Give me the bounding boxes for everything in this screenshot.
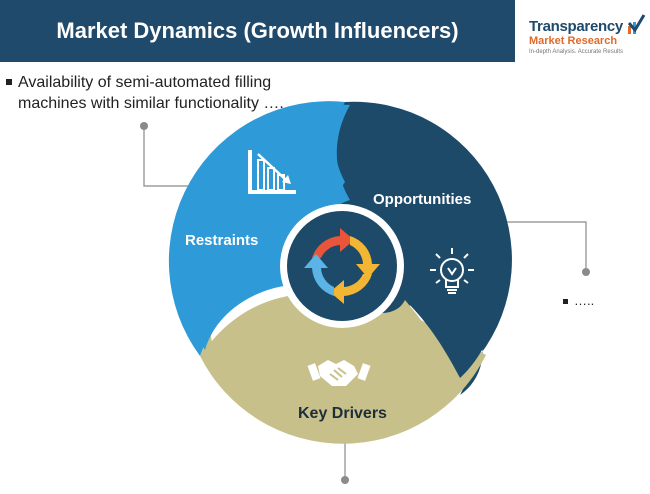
opportunity-connector	[470, 221, 587, 268]
check-chart-icon	[627, 14, 646, 34]
logo-subname: Market Research	[529, 35, 618, 47]
restraints-label: Restraints	[185, 232, 258, 249]
bullet-icon	[6, 79, 12, 85]
page-title: Market Dynamics (Growth Influencers)	[56, 18, 459, 43]
lightbulb-icon	[430, 248, 474, 294]
header-bar	[0, 0, 515, 62]
opportunities-label: Opportunities	[373, 191, 471, 208]
logo-tagline: In-depth Analysis. Accurate Results	[529, 49, 624, 55]
bullet-icon	[563, 299, 568, 305]
restraints-body	[184, 104, 350, 350]
hub	[287, 211, 397, 321]
opportunity-connector-dot	[582, 268, 590, 276]
cycle-arrows-icon	[304, 228, 380, 304]
opportunity-note: …..	[563, 293, 594, 308]
opportunity-note-text: …..	[574, 293, 595, 308]
restraint-note-text: Availability of semi-automated filling m…	[18, 74, 284, 112]
logo-name: Transparency	[529, 18, 623, 35]
handshake-icon	[307, 360, 371, 386]
logo: Transparency Market Research In-depth An…	[523, 14, 648, 60]
opportunities-body	[350, 105, 504, 378]
restraint-note: Availability of semi-automated filling m…	[6, 72, 286, 114]
restraint-connector-dot	[140, 122, 148, 130]
declining-bar-chart-icon	[248, 150, 296, 194]
key-drivers-label: Key Drivers	[298, 405, 387, 422]
driver-connector-dot	[341, 476, 349, 484]
